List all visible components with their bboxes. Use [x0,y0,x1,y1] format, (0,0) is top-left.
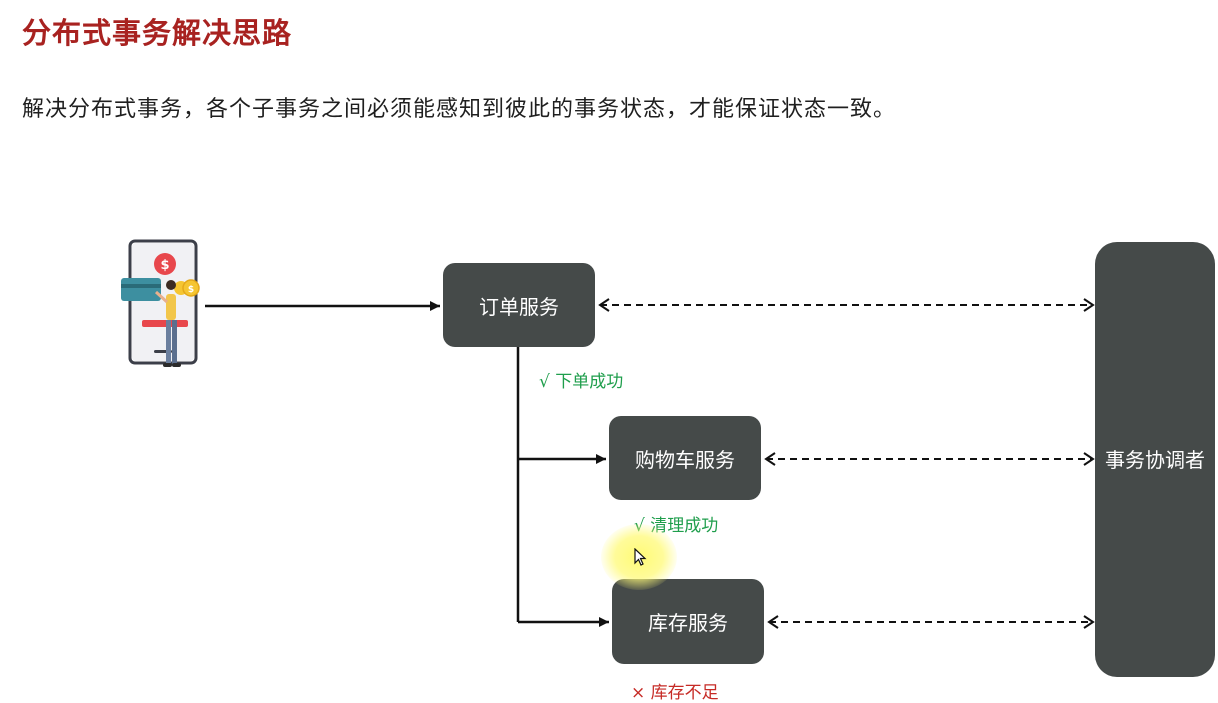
svg-text:$: $ [188,285,194,295]
slide-description: 解决分布式事务，各个子事务之间必须能感知到彼此的事务状态，才能保证状态一致。 [22,97,897,122]
user-icon: $ $ [121,239,200,367]
cart-service-node: 购物车服务 [609,416,761,500]
slide-title: 分布式事务解决思路 [22,16,293,50]
coordinator-label: 事务协调者 [1105,447,1205,472]
order-status-success: √ 下单成功 [539,372,624,392]
order-service-node: 订单服务 [443,263,595,347]
transaction-coordinator-node: 事务协调者 [1095,242,1215,677]
inventory-status-failure: × 库存不足 [631,683,719,703]
inventory-service-node: 库存服务 [612,579,764,664]
mouse-pointer-icon [634,548,647,566]
svg-text:$: $ [160,258,169,273]
